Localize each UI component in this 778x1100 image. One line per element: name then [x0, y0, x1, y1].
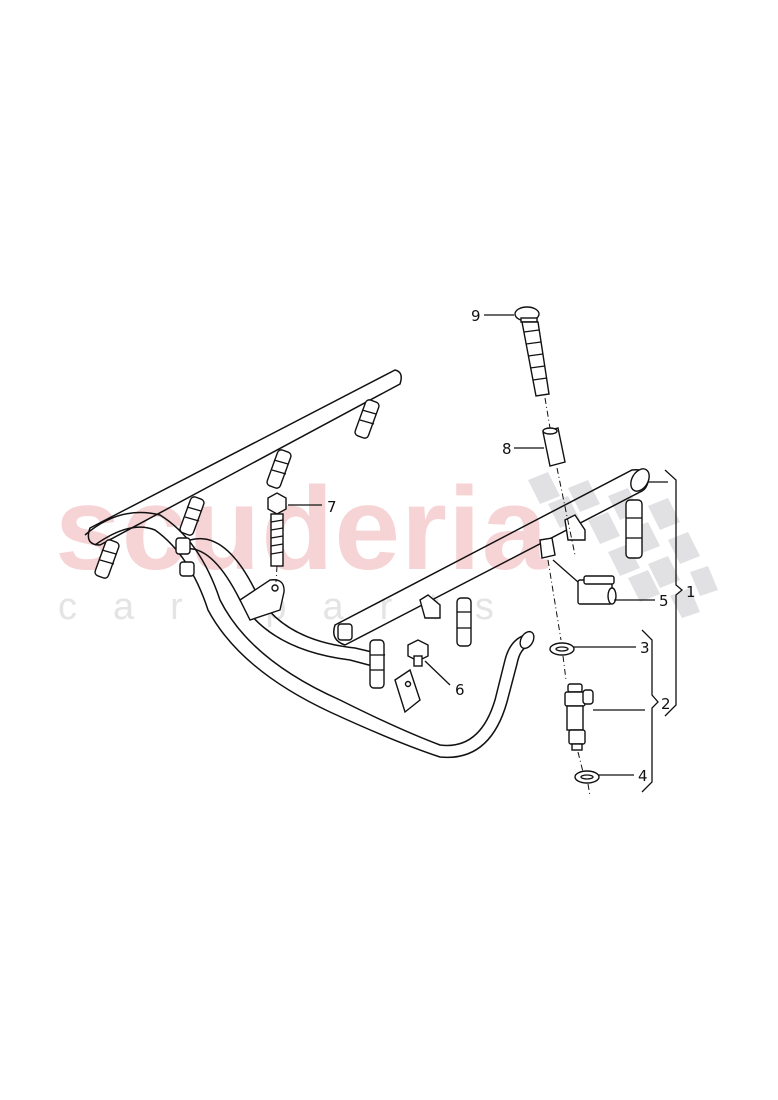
callout-2[interactable]: 2: [661, 695, 671, 713]
part-3-o-ring: [547, 559, 575, 681]
callout-4[interactable]: 4: [638, 767, 648, 785]
part-8-spacer: [542, 427, 576, 556]
part-9-screw: [514, 306, 551, 429]
callout-3[interactable]: 3: [640, 639, 650, 657]
part-4-o-ring: [574, 770, 600, 797]
callout-8[interactable]: 8: [502, 440, 512, 458]
part-7-bolt: [267, 492, 287, 583]
group-brackets: [641, 469, 684, 793]
right-fuel-rail: [333, 468, 650, 689]
callout-9[interactable]: 9: [471, 307, 481, 325]
callout-7[interactable]: 7: [327, 498, 337, 516]
part-6-bolt: [394, 639, 429, 714]
rail-mounting-bracket: [239, 579, 285, 621]
callout-1[interactable]: 1: [686, 583, 696, 601]
part-5-clip: [552, 559, 617, 605]
leader-lines: [288, 314, 668, 776]
watermark-scuderia: scuderia: [55, 463, 549, 595]
left-fuel-rail: [87, 369, 402, 579]
callout-6[interactable]: 6: [455, 681, 465, 699]
callout-5[interactable]: 5: [659, 592, 669, 610]
part-2-injector: [564, 683, 594, 773]
